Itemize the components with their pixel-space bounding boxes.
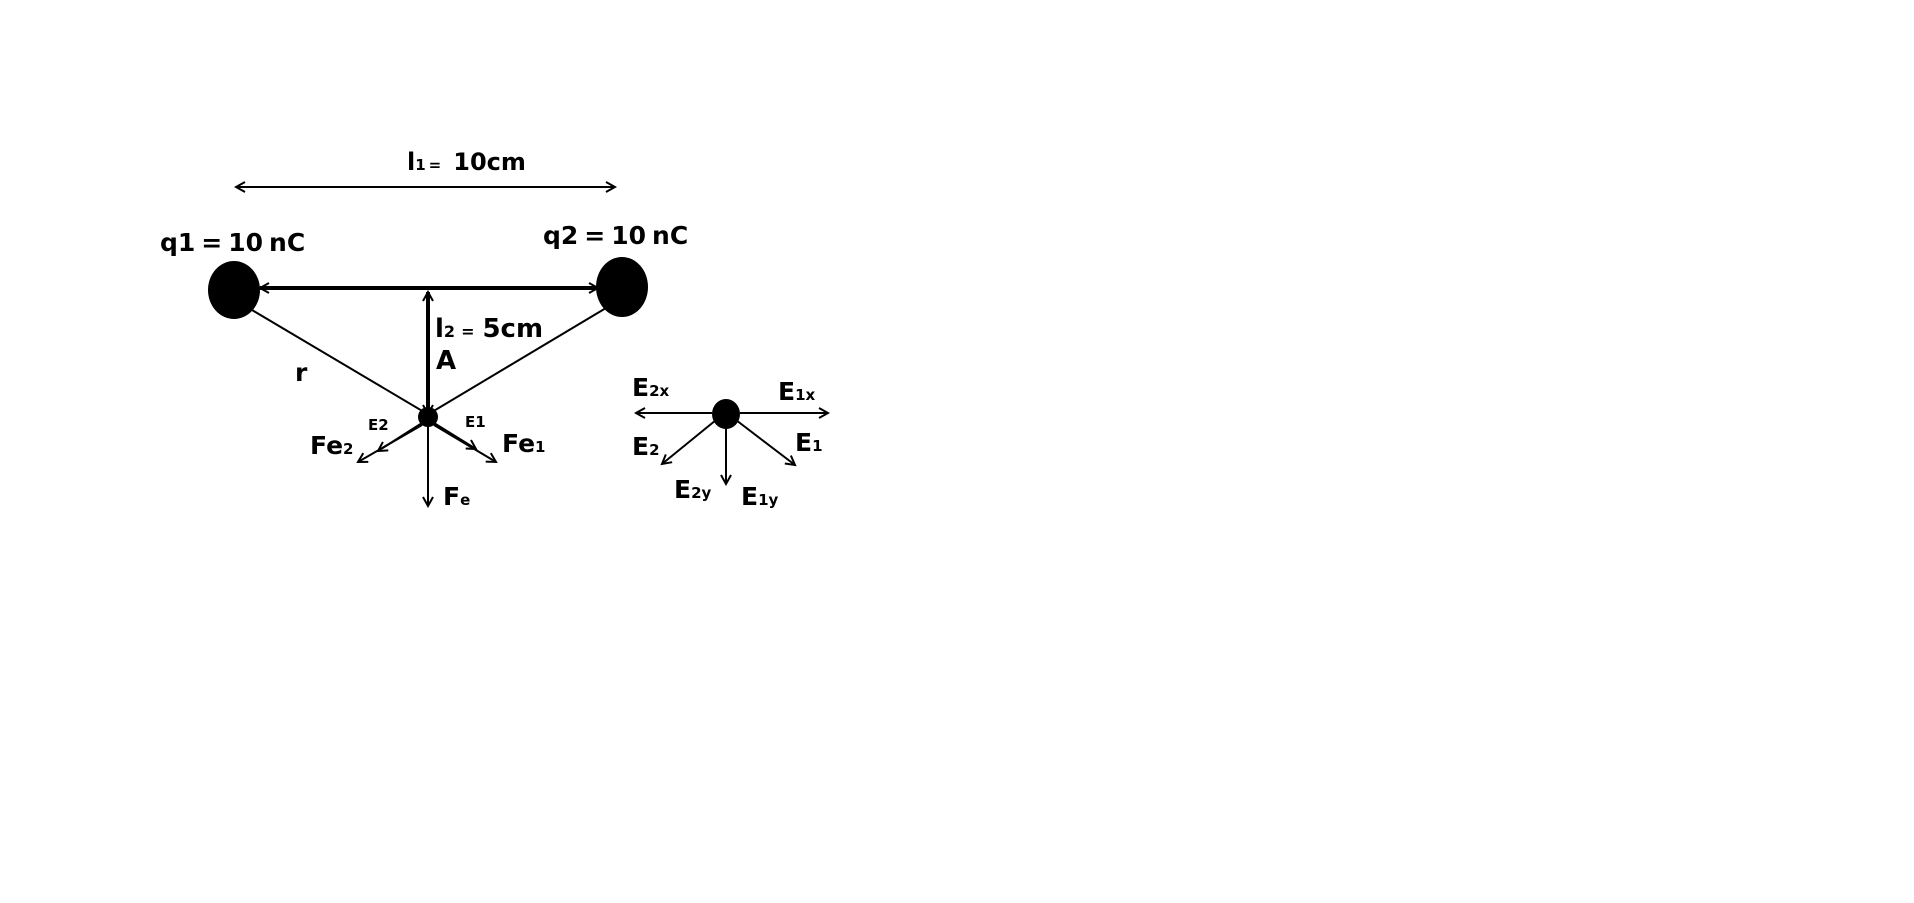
e2-component-arrow (662, 419, 717, 464)
point-a (418, 407, 438, 427)
charge-q2 (596, 257, 648, 317)
e1-small-label: E1 (465, 413, 486, 431)
l2-label: l2=5cm (435, 314, 543, 344)
fe2-arrow (358, 424, 423, 462)
e2x-label: E2x (632, 373, 670, 402)
fe2-label: Fe2 (310, 431, 353, 460)
e1-component-label: E1 (795, 428, 823, 457)
e1-arrow-small (433, 422, 476, 449)
r-label: r (295, 358, 308, 387)
point-a-label: A (436, 346, 456, 376)
r-line-right (431, 307, 607, 413)
e2-small-label: E2 (368, 416, 389, 434)
e1y-label: E1y (741, 482, 779, 511)
fe1-arrow (433, 424, 496, 462)
charge-q1 (208, 261, 260, 319)
fe-label: Fe (443, 482, 470, 511)
l1-label: l1=10cm (407, 148, 526, 176)
e1-component-arrow (735, 419, 795, 465)
e2-component-label: E2 (632, 432, 660, 461)
r-line-left (251, 309, 425, 413)
component-point (712, 399, 740, 429)
e1x-label: E1x (778, 377, 816, 406)
fe1-label: Fe1 (502, 429, 545, 458)
e2y-label: E2y (674, 475, 712, 504)
